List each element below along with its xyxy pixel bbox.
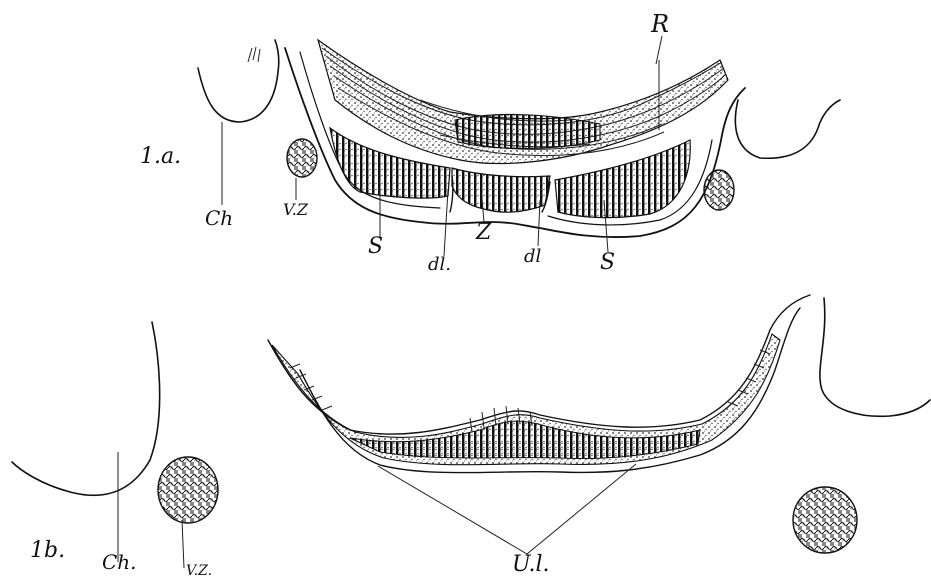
vessel-left-a [287,139,317,177]
label-s-right: S [600,252,615,274]
label-ch-a: Ch [205,208,233,228]
choroid-right-curve-a [735,100,840,158]
label-vz-b: V.Z. [186,564,212,578]
central-region-z [452,168,550,212]
label-dl-left: dl. [428,256,451,274]
label-ch-b: Ch. [102,552,137,572]
panel-a [198,36,840,256]
label-vz-a: V.Z [283,202,308,218]
choroid-right-curve-b [820,298,930,416]
label-s-left: S [368,236,383,258]
leader-vz-b [182,520,184,568]
panel-label-1b: 1b. [30,540,65,562]
label-dl-right: dl [524,248,541,266]
panel-b [12,295,930,568]
vessel-right-a [704,170,734,210]
panel-label-1a: 1.a. [140,146,181,168]
choroid-left-curve-a [198,40,279,122]
vessel-right-b [793,487,857,553]
label-r: R [651,12,669,36]
label-z: Z [476,222,491,244]
label-ul: U.l. [512,554,550,576]
vessel-left-b [158,457,218,523]
leader-ul [378,464,636,554]
choroid-left-curve-b [12,322,160,495]
